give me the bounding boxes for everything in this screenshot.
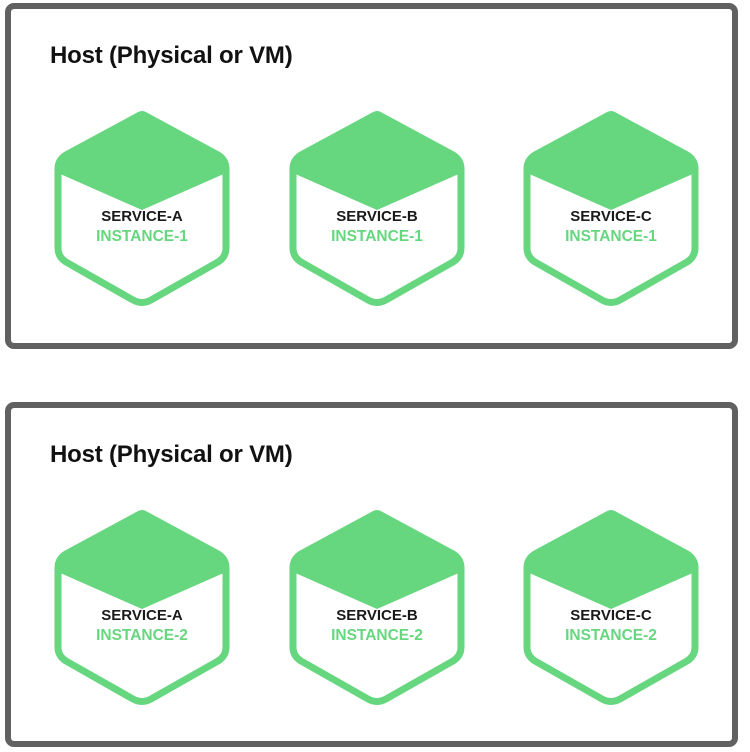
service-cube-a-2: SERVICE-A INSTANCE-2 [52,501,232,705]
instance-name: INSTANCE-1 [565,228,657,245]
service-cube-c-1: SERVICE-C INSTANCE-1 [521,102,701,306]
service-cube-a-1: SERVICE-A INSTANCE-1 [52,102,232,306]
service-name: SERVICE-A [101,607,183,624]
cube-icon [289,510,465,705]
host-box-2: Host (Physical or VM) SERVICE-A INSTANCE… [5,402,738,747]
service-name: SERVICE-C [570,208,652,225]
service-name: SERVICE-B [336,607,418,624]
cube-icon [54,111,230,306]
service-name: SERVICE-B [336,208,418,225]
service-name: SERVICE-C [570,607,652,624]
service-cube-b-1: SERVICE-B INSTANCE-1 [287,102,467,306]
service-name: SERVICE-A [101,208,183,225]
host-box-1: Host (Physical or VM) SERVICE-A INSTANCE… [5,3,738,349]
cube-icon [54,510,230,705]
host-title: Host (Physical or VM) [50,441,293,468]
instance-name: INSTANCE-2 [96,627,188,644]
cube-icon [523,111,699,306]
service-cube-c-2: SERVICE-C INSTANCE-2 [521,501,701,705]
instance-name: INSTANCE-1 [96,228,188,245]
cube-icon [289,111,465,306]
instance-name: INSTANCE-2 [565,627,657,644]
service-cube-b-2: SERVICE-B INSTANCE-2 [287,501,467,705]
cube-icon [523,510,699,705]
host-title: Host (Physical or VM) [50,42,293,69]
instance-name: INSTANCE-2 [331,627,423,644]
instance-name: INSTANCE-1 [331,228,423,245]
